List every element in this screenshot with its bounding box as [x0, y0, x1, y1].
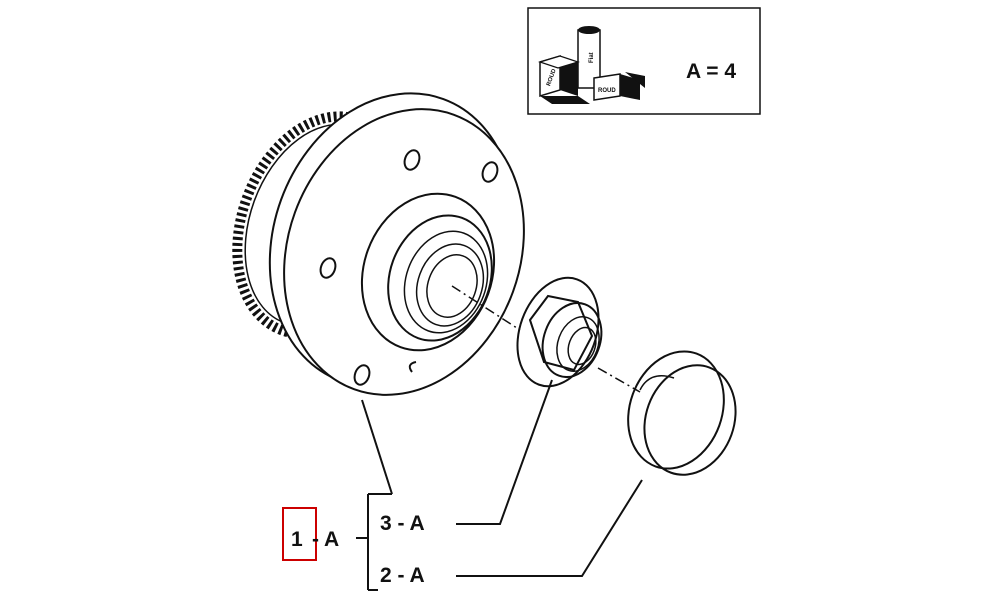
- wheel-hub-drawing: [232, 92, 525, 396]
- highlight-box: [282, 507, 317, 561]
- callout-main: 1 - A: [282, 507, 339, 561]
- hub-nut-drawing: [516, 276, 603, 388]
- parts-kit-icon: ROUD Fiat ROUD: [538, 26, 645, 104]
- bolt-holes: [319, 149, 499, 386]
- callout-label-nut: 3 - A: [380, 512, 425, 535]
- stamp-text-left: ROUD: [546, 68, 558, 87]
- spindle-bore: [360, 192, 496, 352]
- leader-lines: [356, 379, 643, 591]
- stamp-text-center: Fiat: [589, 52, 595, 63]
- axis-centerline: [451, 285, 641, 393]
- callout-main-suffix: - A: [312, 528, 339, 551]
- dust-cap-drawing: [627, 350, 737, 476]
- stamp-text-right: ROUD: [598, 88, 616, 94]
- legend-formula: A = 4: [686, 60, 736, 83]
- callout-label-cap: 2 - A: [380, 564, 425, 587]
- legend-box: ROUD Fiat ROUD A = 4: [527, 7, 761, 115]
- callout-main-number: 1: [291, 528, 303, 551]
